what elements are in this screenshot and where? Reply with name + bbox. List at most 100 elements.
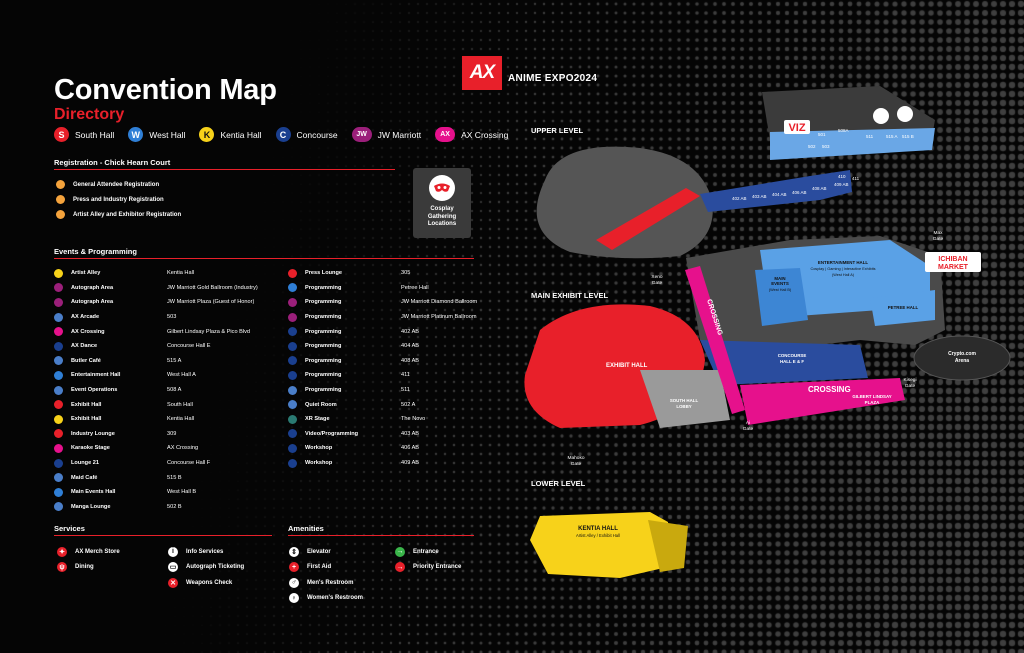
event-row: Programming Petree Hall [288, 281, 477, 296]
butler-cafe-icon [873, 108, 889, 124]
upper-level-map: VIZ 402 AB 403 AB 404 AB 406 AB 408 AB 4… [536, 86, 935, 259]
services-divider [54, 535, 272, 536]
room-503: 503 [822, 144, 830, 149]
registration-item: General Attendee Registration [56, 177, 181, 192]
south-lobby-label-1: SOUTH HALL [670, 398, 699, 403]
event-name: Programming [305, 328, 342, 335]
event-color-dot-icon [288, 356, 297, 366]
event-color-dot-icon [288, 429, 297, 439]
first-aid-item: +First Aid [289, 560, 363, 576]
entrance-item: →Entrance [395, 544, 461, 560]
registration-item: Artist Alley and Exhibitor Registration [56, 207, 181, 222]
event-color-dot-icon [288, 268, 297, 278]
legend-label: JW Marriott [377, 129, 422, 140]
event-name: Programming [305, 284, 342, 291]
event-row: AX Arcade 503 [54, 310, 258, 325]
registration-dot-icon [56, 195, 65, 204]
service-label: Priority Entrance [413, 564, 462, 571]
mahoko-gate-label-2: Gate [571, 461, 582, 467]
registration-label: Artist Alley and Exhibitor Registration [73, 211, 182, 218]
concourse-hall [700, 340, 868, 385]
south-lobby-label-2: LOBBY [676, 404, 691, 409]
entrance-icon: → [395, 546, 405, 557]
max-gate-label-2: Gate [933, 236, 944, 242]
event-location: 503 [167, 314, 177, 321]
event-location: 511 [401, 387, 410, 394]
event-name: Entertainment Hall [71, 372, 121, 379]
amenities-list-2: →Entrance→ Priority Entrance [395, 544, 461, 575]
event-name: Exhibit Hall [71, 416, 102, 423]
event-location: 502 A [401, 401, 416, 408]
weapons-check-icon: ✕ [168, 577, 178, 588]
registration-label: Press and Industry Registration [73, 196, 164, 203]
registration-item: Press and Industry Registration [56, 192, 181, 207]
petree-hall [870, 290, 935, 326]
event-location: 508 A [167, 387, 182, 394]
event-color-dot-icon [54, 414, 63, 424]
event-name: Industry Lounge [71, 430, 115, 437]
service-label: Dining [75, 564, 94, 571]
event-name: Programming [305, 372, 342, 379]
upper-level-label: UPPER LEVEL [531, 126, 584, 135]
service-label: Weapons Check [186, 579, 233, 586]
event-name: AX Arcade [71, 314, 100, 321]
event-name: Event Operations [71, 387, 118, 394]
event-color-dot-icon [54, 283, 63, 293]
event-location: Gilbert Lindsay Plaza & Pico Blvd [167, 328, 251, 335]
upper-red-walkway [596, 188, 700, 250]
event-row: Programming 511 [288, 383, 477, 398]
event-name: Press Lounge [305, 270, 342, 277]
ax-logo-icon: AX [462, 56, 502, 90]
room-502: 502 [808, 144, 816, 149]
legend-label: Concourse [296, 129, 338, 140]
event-name: Programming [305, 357, 342, 364]
room-406: 406 AB [792, 190, 807, 195]
room-402: 402 AB [732, 196, 747, 201]
event-location: 404 AB [401, 343, 420, 350]
room-501: 501 [818, 132, 826, 137]
service-label: Elevator [307, 548, 331, 555]
elevator-item: ⇕Elevator [289, 544, 363, 560]
jw-marriott-badge-icon: JW [351, 127, 372, 142]
event-color-dot-icon [54, 327, 63, 337]
kentia-label-2: Artist Alley / Exhibit Hall [576, 533, 620, 538]
upper-rooms-500 [770, 128, 935, 160]
events-divider [54, 258, 474, 259]
lower-level-map: KENTIA HALL Artist Alley / Exhibit Hall [530, 512, 688, 578]
crypto-label-2: Arena [955, 358, 969, 364]
amenities-title: Amenities [288, 524, 324, 533]
event-name: Maid Café [71, 474, 98, 481]
ent-hall-label-2: Cosplay | Gaming | Interactive Exhibits [810, 267, 875, 271]
event-color-dot-icon [288, 443, 297, 453]
ax-crossing-horizontal [740, 378, 905, 425]
ax-merch-store-item: ✦AX Merch Store [57, 544, 120, 560]
registration-label: General Attendee Registration [73, 181, 160, 188]
event-location: Petree Hall [401, 284, 429, 291]
legend-jw-marriott: JW JW Marriott [351, 127, 422, 142]
room-408: 408 AB [812, 186, 827, 191]
event-name: Butler Café [71, 357, 101, 364]
south-hall-lobby [640, 370, 730, 428]
main-events-label-2: EVENTS [771, 281, 789, 286]
concourse-label-2: HALL E & F [780, 359, 804, 364]
event-name: Programming [305, 387, 342, 394]
ai-gate-label-2: Gate [743, 426, 754, 432]
